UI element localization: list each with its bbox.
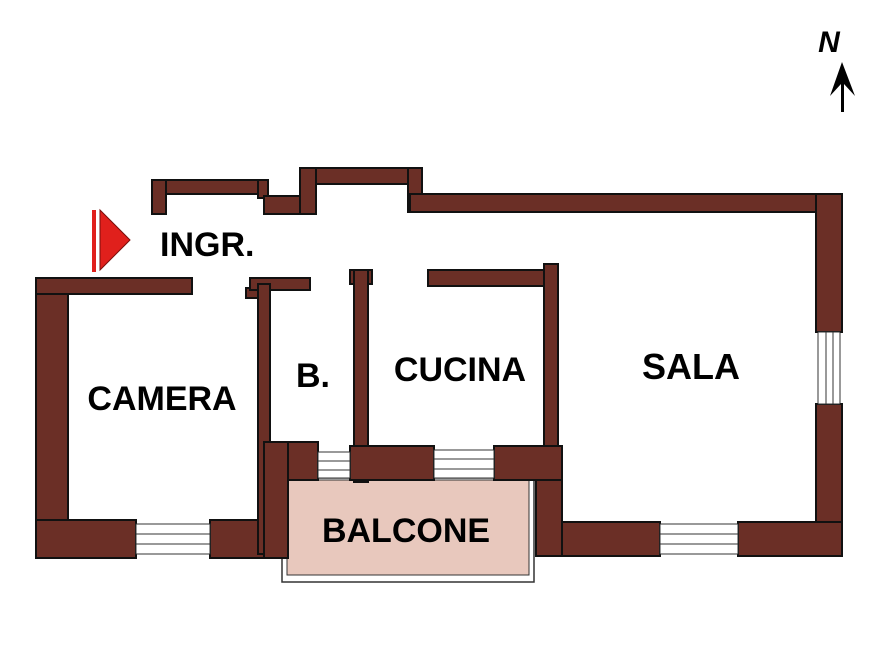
room-label-kitchen: CUCINA (394, 351, 526, 389)
wall (427, 269, 557, 287)
window-sala-right (817, 331, 841, 405)
wall (543, 263, 559, 449)
balcony-floor (286, 479, 530, 576)
room-label-balcony: BALCONE (322, 512, 490, 550)
room-label-bathroom: B. (296, 357, 330, 395)
room-label-bedroom: CAMERA (87, 380, 236, 418)
wall (737, 521, 843, 557)
wall (349, 445, 435, 481)
wall (151, 179, 269, 195)
entry-marker (92, 208, 131, 272)
wall (299, 167, 317, 215)
wall (815, 193, 843, 333)
window-camera (135, 523, 211, 555)
entry-arrow-icon (99, 208, 131, 272)
window-sala-bottom (659, 523, 739, 555)
wall (35, 519, 137, 559)
compass-north-label: N (818, 26, 841, 59)
compass: N (818, 26, 855, 112)
entry-door-line (92, 210, 96, 272)
north-arrow-icon (830, 62, 855, 112)
wall (493, 445, 563, 481)
wall (299, 167, 421, 185)
wall (353, 269, 369, 483)
balcony (281, 477, 535, 583)
room-label-living: SALA (642, 346, 740, 387)
wall (35, 277, 69, 559)
windows (135, 331, 841, 555)
wall (35, 277, 193, 295)
window-kitchen-balcony (433, 449, 495, 479)
window-bath-balcony (317, 451, 351, 479)
room-label-entrance: INGR. (160, 226, 254, 264)
wall (151, 179, 167, 215)
wall (409, 193, 843, 213)
wall (263, 441, 289, 559)
walls (35, 167, 843, 559)
